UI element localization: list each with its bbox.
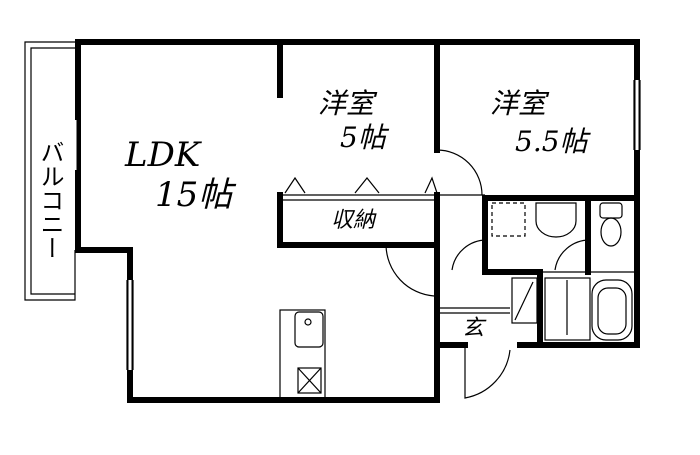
entrance-label: 玄 xyxy=(462,316,485,341)
ldk-size: 15帖 xyxy=(155,175,233,215)
western-room-2-size: 5.5帖 xyxy=(515,125,588,158)
western-room-1-label: 洋室 xyxy=(318,87,375,120)
partitions xyxy=(73,80,641,401)
closet-label: 収納 xyxy=(331,208,376,233)
western-room-1-size: 5帖 xyxy=(340,121,386,154)
balcony-label: バルコニー xyxy=(36,140,64,260)
walls xyxy=(75,39,640,403)
ldk-label: LDK xyxy=(125,135,201,175)
balcony-outline xyxy=(24,41,76,301)
western-room-2-label: 洋室 xyxy=(490,87,547,120)
